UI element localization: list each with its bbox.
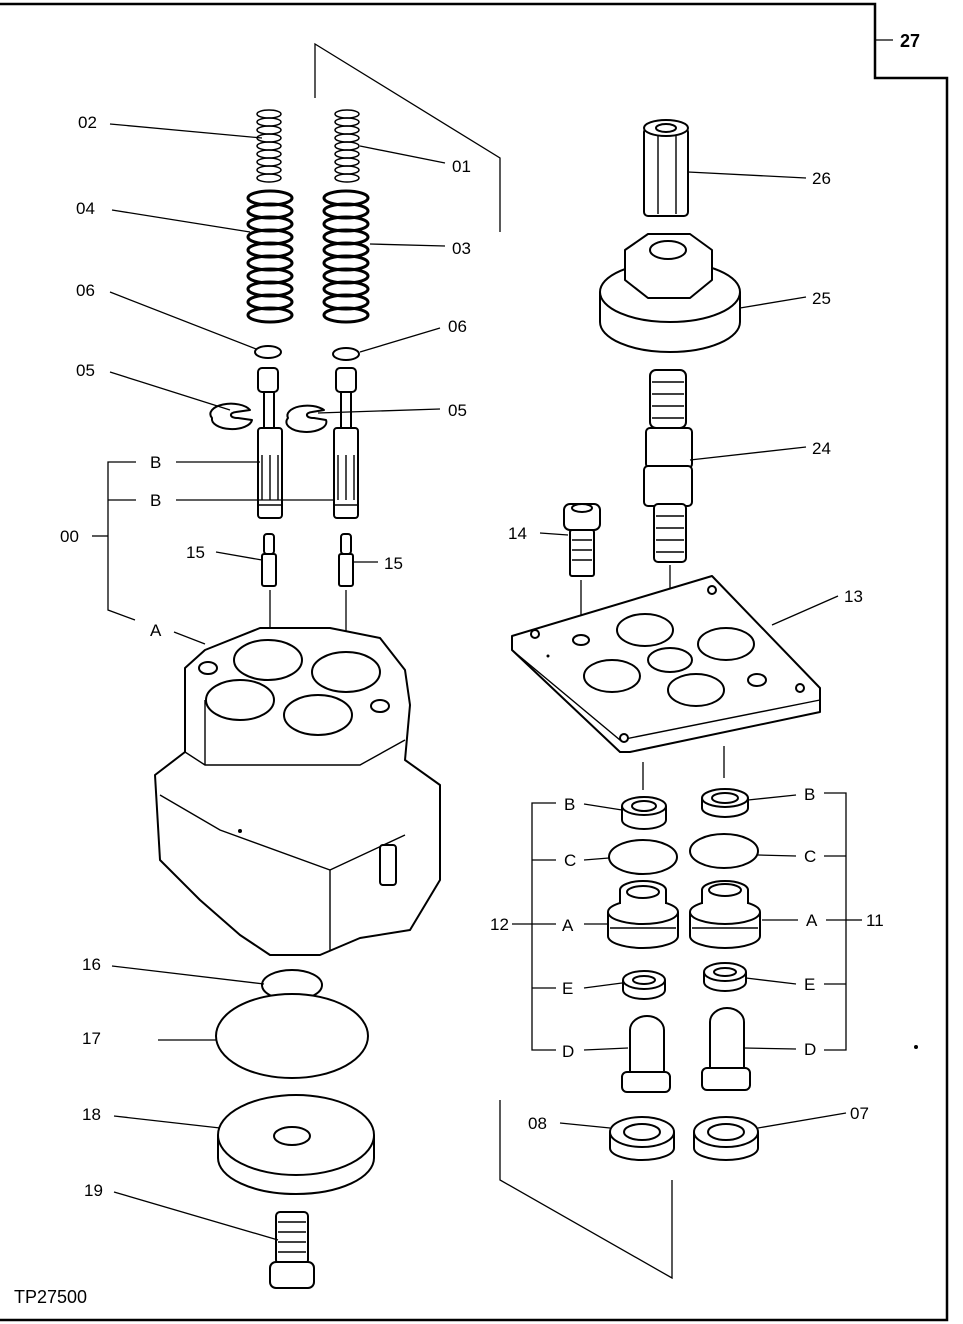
label-d-right-2: D bbox=[804, 1040, 816, 1059]
label-18: 18 bbox=[82, 1105, 101, 1124]
outer-spring-04 bbox=[246, 189, 294, 324]
bolt-19 bbox=[269, 1211, 315, 1289]
outer-spring-03 bbox=[322, 189, 370, 324]
label-05-right: 05 bbox=[448, 401, 467, 420]
label-06-right: 06 bbox=[448, 317, 467, 336]
plunger-d-left bbox=[621, 1015, 671, 1093]
plunger-d-right bbox=[701, 1007, 751, 1091]
inner-spring-02 bbox=[256, 109, 282, 183]
nut-08 bbox=[609, 1116, 675, 1161]
o-ring-c-right bbox=[689, 833, 759, 869]
label-b-left-1: B bbox=[150, 453, 161, 472]
seat-e-left bbox=[622, 970, 666, 1000]
clip-05-left bbox=[209, 402, 253, 431]
label-14: 14 bbox=[508, 524, 527, 543]
seat-b-left bbox=[621, 796, 667, 830]
washer-06-left bbox=[254, 345, 282, 359]
spool-left bbox=[257, 367, 283, 519]
inner-spring-01 bbox=[334, 109, 360, 183]
page-number: 27 bbox=[900, 31, 920, 51]
label-25: 25 bbox=[812, 289, 831, 308]
label-01: 01 bbox=[452, 157, 471, 176]
label-07: 07 bbox=[850, 1104, 869, 1123]
gasket-17 bbox=[215, 993, 369, 1079]
sleeve-a-right bbox=[689, 880, 761, 949]
pin-15-right bbox=[338, 533, 354, 587]
label-24: 24 bbox=[812, 439, 831, 458]
label-d-right-1: D bbox=[562, 1042, 574, 1061]
label-b-right-2: B bbox=[804, 785, 815, 804]
plate-13 bbox=[511, 575, 821, 753]
label-15-left: 15 bbox=[186, 543, 205, 562]
label-03: 03 bbox=[452, 239, 471, 258]
label-16: 16 bbox=[82, 955, 101, 974]
label-a-right-1: A bbox=[562, 916, 574, 935]
label-26: 26 bbox=[812, 169, 831, 188]
label-15-right: 15 bbox=[384, 554, 403, 573]
label-b-right-1: B bbox=[564, 795, 575, 814]
label-19: 19 bbox=[84, 1181, 103, 1200]
clip-05-right bbox=[285, 404, 328, 433]
leader-lines bbox=[92, 123, 862, 1241]
seat-e-right bbox=[703, 962, 747, 992]
fitting-26 bbox=[643, 119, 689, 217]
seat-b-right bbox=[701, 788, 749, 818]
label-e-right-2: E bbox=[804, 975, 815, 994]
label-17: 17 bbox=[82, 1029, 101, 1048]
pin-15-left bbox=[261, 533, 277, 587]
label-02: 02 bbox=[78, 113, 97, 132]
label-13: 13 bbox=[844, 587, 863, 606]
o-ring-c-left bbox=[608, 839, 678, 875]
sleeve-a-left bbox=[607, 880, 679, 949]
label-e-right-1: E bbox=[562, 979, 573, 998]
nut-07 bbox=[693, 1116, 759, 1161]
joint-24 bbox=[643, 369, 693, 563]
label-c-right-1: C bbox=[564, 851, 576, 870]
cap-25 bbox=[599, 233, 741, 353]
label-11: 11 bbox=[866, 911, 884, 930]
label-06-left: 06 bbox=[76, 281, 95, 300]
label-04: 04 bbox=[76, 199, 95, 218]
label-b-left-2: B bbox=[150, 491, 161, 510]
label-05-left: 05 bbox=[76, 361, 95, 380]
cover-18 bbox=[217, 1094, 375, 1195]
washer-06-right bbox=[332, 347, 360, 361]
label-00: 00 bbox=[60, 527, 79, 546]
screw-14 bbox=[563, 503, 601, 577]
label-c-right-2: C bbox=[804, 847, 816, 866]
spool-right bbox=[333, 367, 359, 519]
part-labels: 02 01 04 03 06 06 05 05 B B 00 15 15 A 1… bbox=[60, 113, 884, 1200]
label-12: 12 bbox=[490, 915, 509, 934]
label-08: 08 bbox=[528, 1114, 547, 1133]
figure-code: TP27500 bbox=[14, 1287, 87, 1307]
label-a-right-2: A bbox=[806, 911, 818, 930]
valve-housing bbox=[154, 627, 441, 956]
label-a-left: A bbox=[150, 621, 162, 640]
